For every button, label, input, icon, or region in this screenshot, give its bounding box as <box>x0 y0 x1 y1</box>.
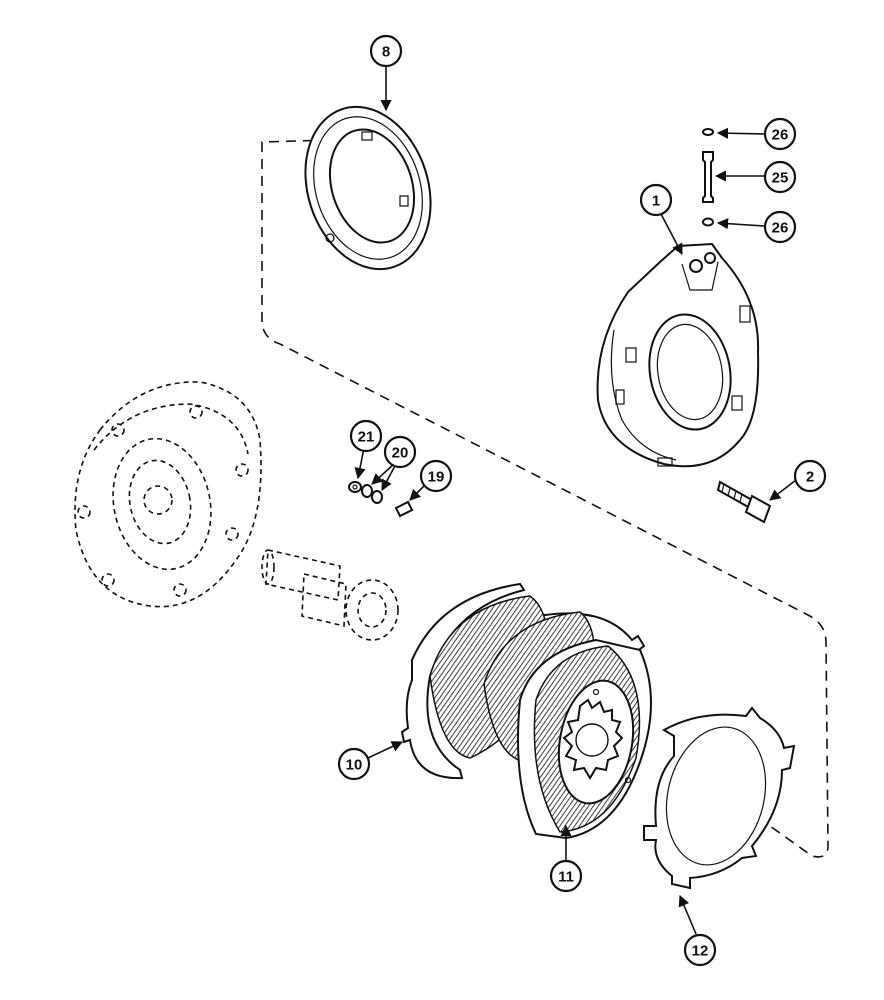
friction-discs <box>429 595 652 840</box>
callout-label: 2 <box>806 469 814 486</box>
callout-label: 11 <box>558 869 574 886</box>
callout-label: 1 <box>652 193 660 210</box>
callout-21: 21 <box>349 419 383 453</box>
seal-plate <box>304 105 432 271</box>
callout-label: 10 <box>346 757 363 774</box>
callout-11: 11 <box>549 859 583 893</box>
bolt <box>716 480 772 524</box>
callout-26-top: 26 <box>763 117 797 151</box>
callout-1: 1 <box>639 183 673 217</box>
callout-26-bottom: 26 <box>763 210 797 244</box>
callout-label: 8 <box>382 44 390 61</box>
callout-label: 21 <box>358 429 375 446</box>
callout-label: 26 <box>772 220 789 237</box>
assembly-dashed-line <box>261 139 829 858</box>
callout-25: 25 <box>763 160 797 194</box>
callout-label: 12 <box>692 943 709 960</box>
shaft-gear-outline <box>261 549 399 641</box>
transmission-housing-outline <box>74 381 262 608</box>
callout-19: 19 <box>419 459 453 493</box>
pressure-plate <box>643 706 796 890</box>
pin-assembly <box>702 128 714 227</box>
callout-8: 8 <box>369 34 403 68</box>
callout-2: 2 <box>793 459 827 493</box>
leader-lines <box>354 66 797 935</box>
callout-10: 10 <box>337 747 371 781</box>
callout-12: 12 <box>683 933 717 967</box>
callout-20: 20 <box>383 435 417 469</box>
callout-label: 25 <box>772 170 789 187</box>
small-hardware <box>348 481 414 518</box>
callout-label: 19 <box>428 469 445 486</box>
callout-label: 26 <box>772 127 789 144</box>
brake-housing <box>596 242 760 468</box>
callout-label: 20 <box>392 445 409 462</box>
